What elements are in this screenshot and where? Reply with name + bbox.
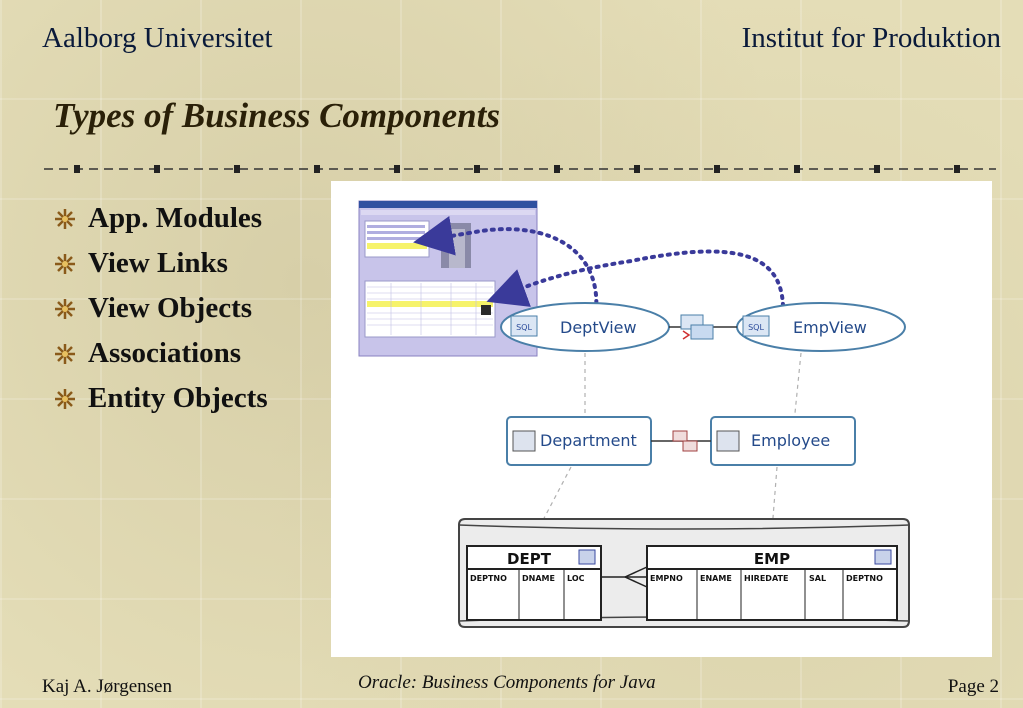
bullet-item: Entity Objects [54, 376, 268, 421]
bullet-text: View Links [88, 247, 228, 279]
bullet-text: Associations [88, 337, 242, 369]
dept-view-node: SQL DeptView [500, 302, 670, 352]
page-number: Page 2 [947, 676, 999, 697]
star-bullet-icon [55, 208, 75, 229]
bullet-text: Entity Objects [88, 382, 268, 414]
department-entity-node: Department [506, 416, 652, 466]
slide-title: Types of Business Components [53, 96, 500, 135]
bullet-item: Associations [54, 331, 268, 376]
emp-view-node: SQL EmpView [736, 302, 906, 352]
database-schema: DEPT DEPTNO DNAME LOC EMP [458, 518, 910, 628]
employee-entity-node: Employee [710, 416, 856, 466]
university-name: Aalborg Universitet [42, 22, 273, 54]
star-bullet-icon [55, 388, 75, 409]
column-header: DEPTNO [846, 574, 883, 583]
emp-table-name: EMP [754, 550, 790, 568]
column-header: SAL [809, 574, 826, 583]
sql-badge: SQL [748, 323, 764, 332]
bc4j-diagram: SQL DeptView SQL EmpView Department [331, 181, 992, 657]
star-bullet-icon [55, 253, 75, 274]
column-header: DEPTNO [470, 574, 507, 583]
column-header: EMPNO [650, 574, 683, 583]
emp-view-label: EmpView [793, 318, 867, 337]
dept-view-label: DeptView [560, 318, 637, 337]
association-icon [651, 430, 711, 452]
bullet-item: App. Modules [54, 196, 268, 241]
star-bullet-icon [55, 298, 75, 319]
emp-table: EMP EMPNO ENAME HIREDATE SAL DEPTNO [646, 545, 898, 621]
bullet-text: App. Modules [88, 202, 263, 234]
bullet-list: App. Modules View Links View Objects Ass… [54, 196, 268, 421]
dept-table-name: DEPT [507, 550, 552, 568]
bullet-text: View Objects [88, 292, 253, 324]
decorative-divider [44, 165, 996, 173]
footer-caption: Oracle: Business Components for Java [358, 672, 656, 693]
footer-author: Kaj A. Jørgensen [42, 676, 172, 697]
employee-label: Employee [751, 431, 830, 450]
column-header: ENAME [700, 574, 732, 583]
star-bullet-icon [55, 343, 75, 364]
column-header: LOC [567, 574, 585, 583]
bullet-item: View Links [54, 241, 268, 286]
column-header: HIREDATE [744, 574, 788, 583]
column-header: DNAME [522, 574, 555, 583]
view-link-icon [669, 314, 737, 340]
dept-table: DEPT DEPTNO DNAME LOC [466, 545, 602, 621]
institute-name: Institut for Produktion [741, 22, 1001, 54]
department-label: Department [540, 431, 637, 450]
bullet-item: View Objects [54, 286, 268, 331]
sql-badge: SQL [516, 323, 532, 332]
foreign-key-connector [601, 566, 648, 588]
